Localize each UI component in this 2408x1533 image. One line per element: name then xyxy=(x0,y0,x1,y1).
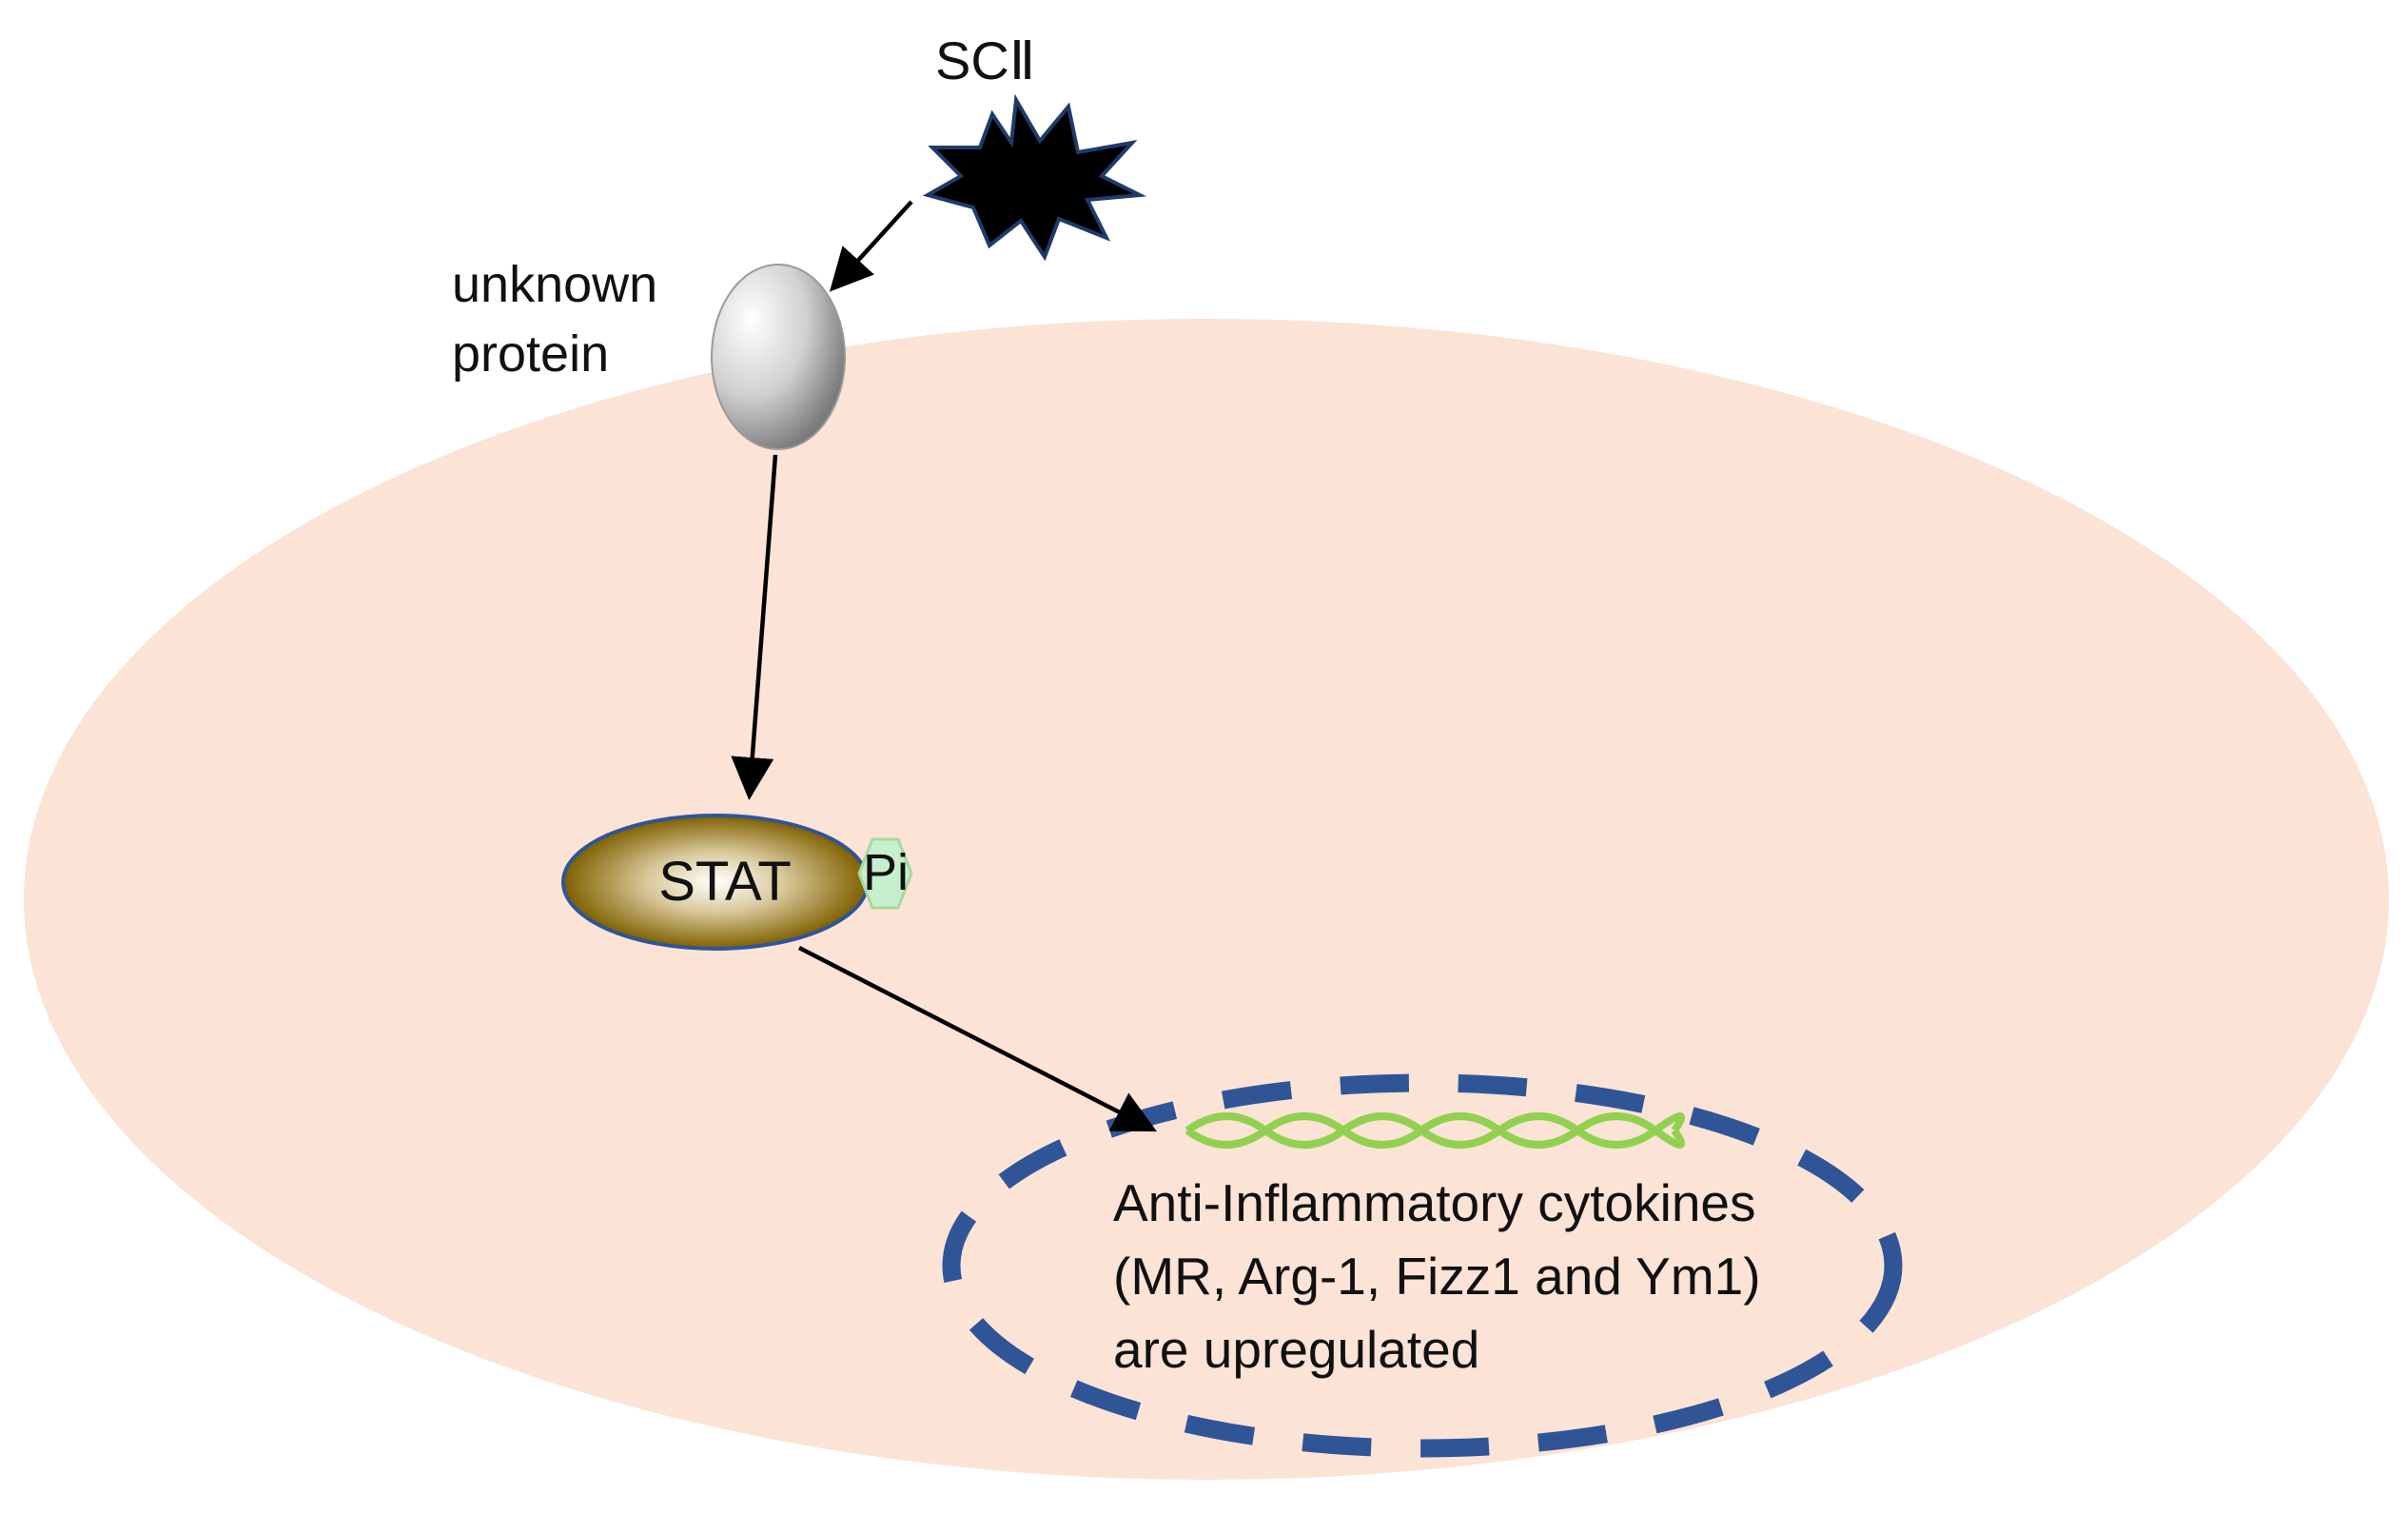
nucleus-text-line2: (MR, Arg-1, Fizz1 and Ym1) xyxy=(1113,1247,1761,1306)
starburst-icon xyxy=(922,93,1147,262)
stimulus-label: SCⅡ xyxy=(935,30,1035,90)
receptor-label-line2: protein xyxy=(452,325,609,383)
ellipse-protein-icon xyxy=(711,264,846,450)
phosphate-label: Pi xyxy=(863,844,909,901)
arrow-receptor-to-stat xyxy=(731,454,778,800)
nucleus-text-line1: Anti-Inflammatory cytokines xyxy=(1113,1173,1756,1232)
nucleus-text-line3: are upregulated xyxy=(1113,1320,1479,1379)
cell-body xyxy=(24,319,2389,1480)
receptor-label-line1: unknown xyxy=(452,256,657,313)
double-helix-icon xyxy=(1184,1112,1686,1149)
arrow-stimulus-to-receptor xyxy=(829,200,913,292)
phosphate-hexagon xyxy=(857,837,913,910)
arrow-stat-to-nucleus xyxy=(797,945,1158,1132)
nucleus xyxy=(942,1073,1903,1458)
stat-label: STAT xyxy=(658,851,792,913)
